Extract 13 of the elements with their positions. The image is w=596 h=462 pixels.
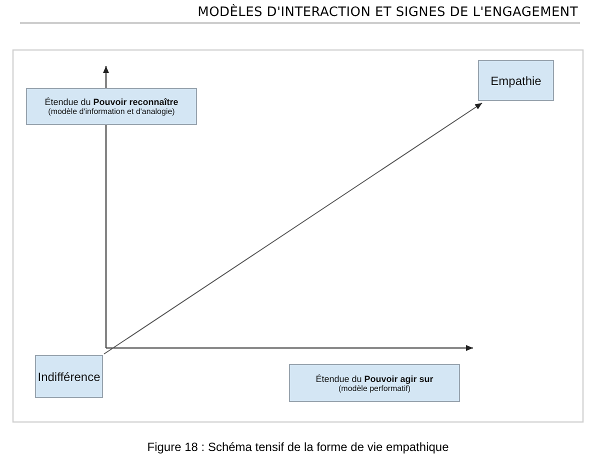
figure-caption: Figure 18 : Schéma tensif de la forme de vie empathique — [146, 440, 450, 454]
page-header: MODÈLES D'INTERACTION ET SIGNES DE L'ENGAGEMENT — [198, 5, 578, 20]
box-label: Étendue du Pouvoir reconnaître — [44, 97, 178, 107]
box-label: Étendue du Pouvoir agir sur — [316, 374, 434, 384]
box-label: Empathie — [490, 74, 542, 88]
label-box — [35, 355, 103, 398]
label-box — [289, 364, 460, 402]
box-label: Indifférence — [38, 370, 100, 384]
box-subtitle: (modèle d'information et d'analogie) — [48, 107, 175, 116]
box-subtitle: (modèle performatif) — [338, 384, 411, 392]
label-box — [26, 88, 197, 125]
label-box — [478, 60, 554, 101]
arrow — [104, 102, 483, 354]
